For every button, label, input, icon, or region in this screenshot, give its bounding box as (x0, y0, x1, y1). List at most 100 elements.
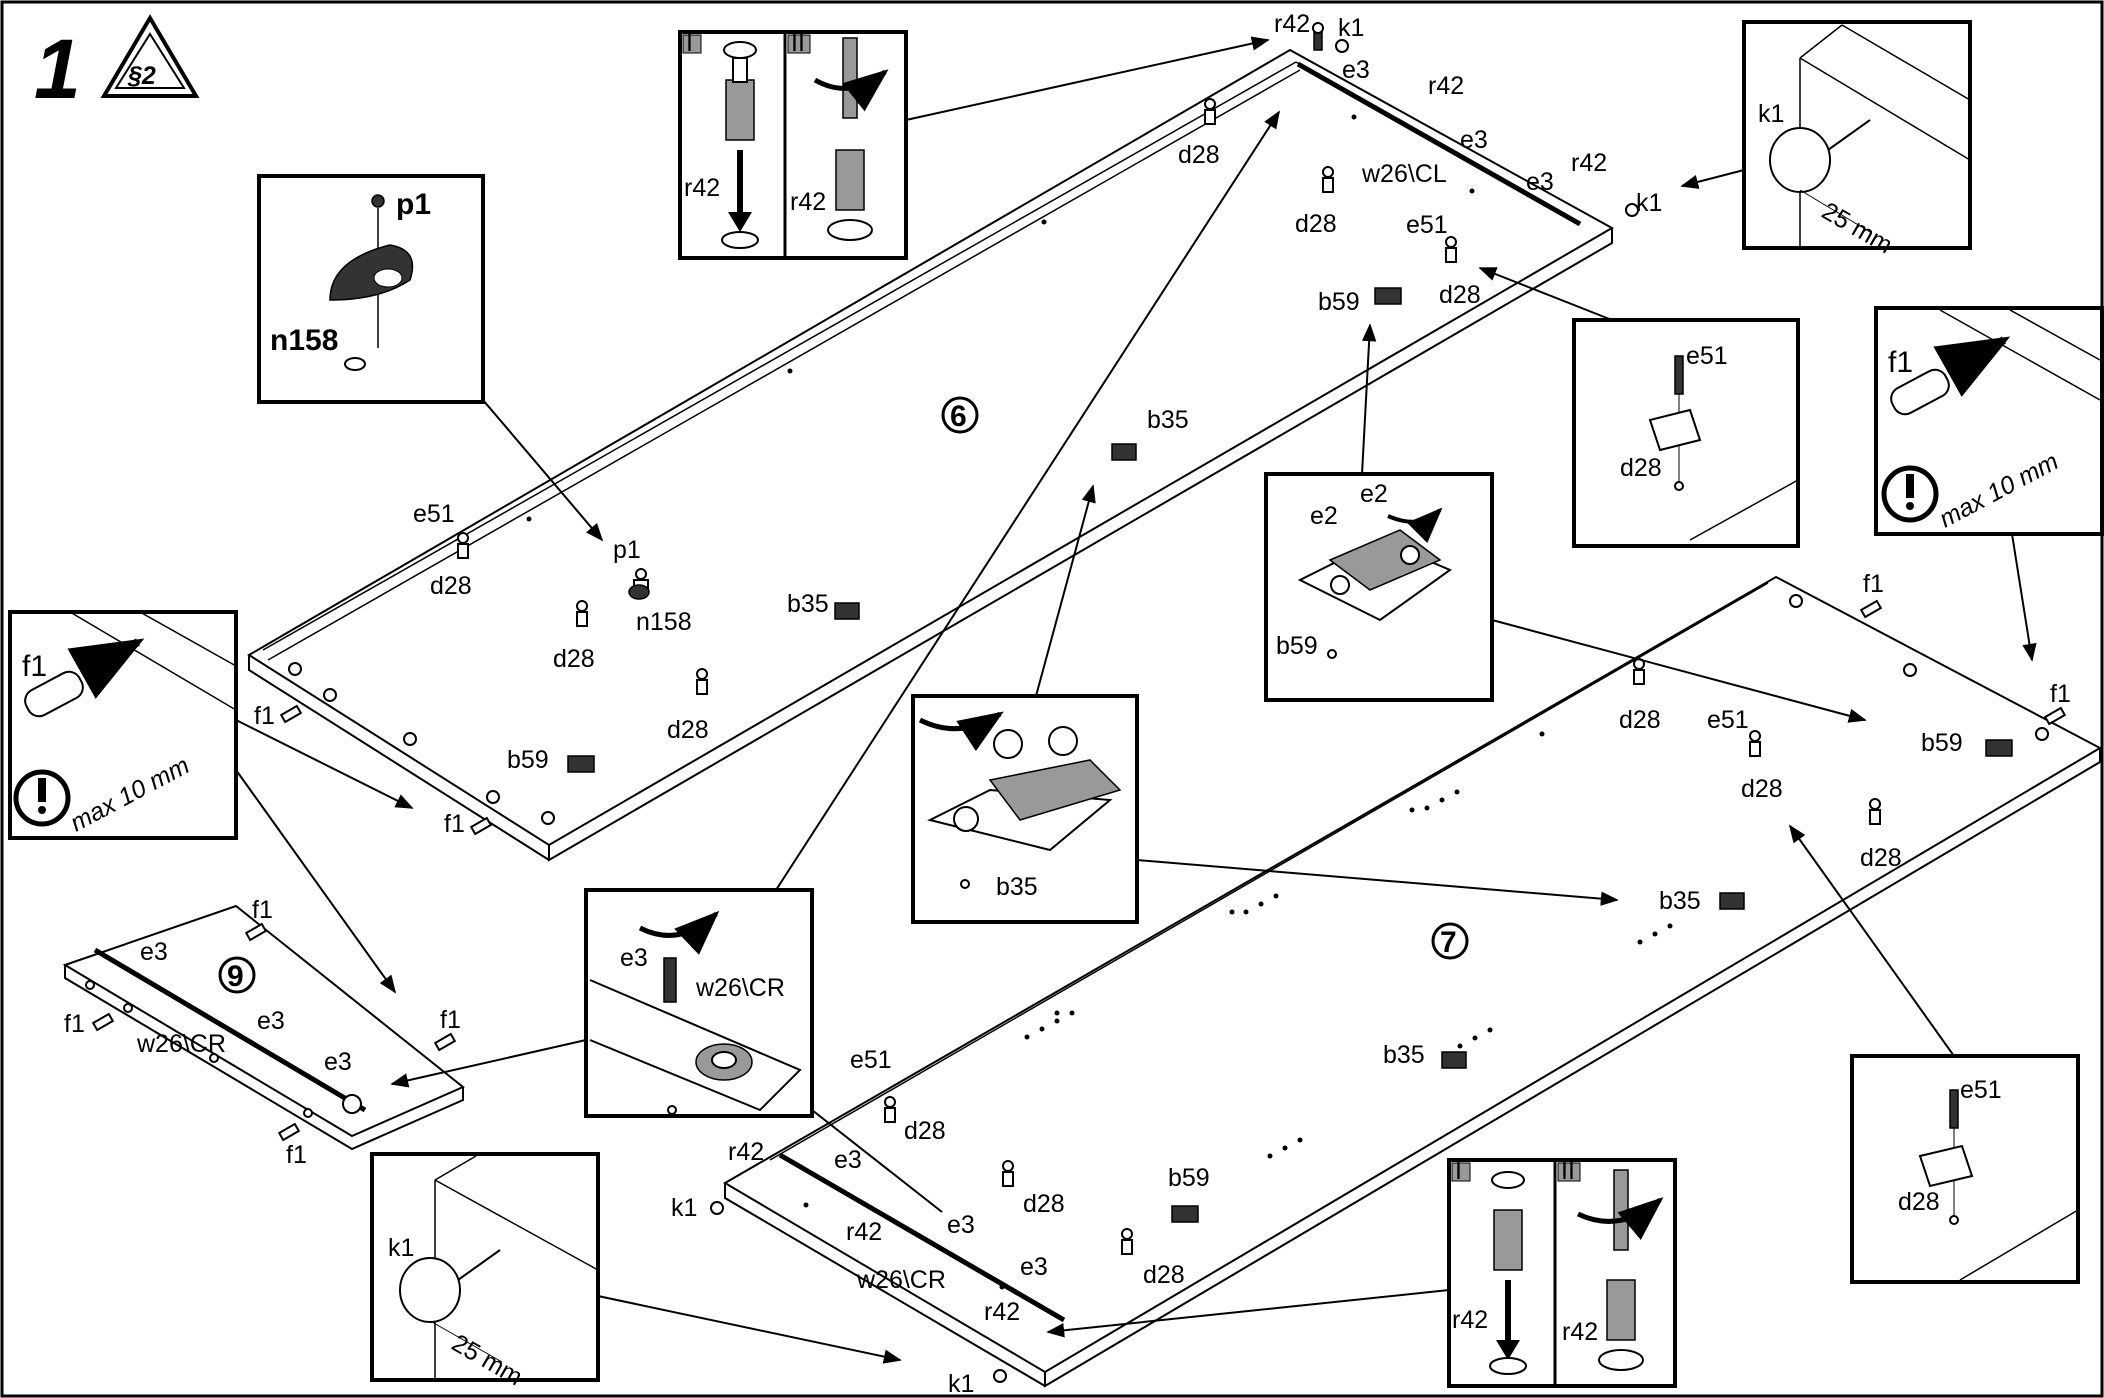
label-k1: k1 (1636, 189, 1662, 217)
r42-connector-icon (721, 41, 759, 249)
label-r42: r42 (1428, 72, 1464, 100)
panel-7-number-badge (1431, 922, 1469, 960)
panel-7-number: 7 (1440, 926, 1457, 959)
d28-holder-icon (1869, 798, 1881, 825)
detail-label-b59: b59 (1276, 632, 1318, 660)
detail-f1-left: f1 max 10 mm (8, 610, 238, 840)
label-e3: e3 (947, 1211, 975, 1239)
warning-exclamation-icon (13, 769, 71, 827)
detail-r42-top: I II r42 r42 (678, 29, 908, 260)
label-w26cr: w26\CR (856, 1266, 946, 1294)
b59-mounting-plate-icon (1297, 529, 1453, 622)
d28-holder-icon (1002, 1160, 1014, 1187)
step-header: 1 §2 (34, 14, 200, 116)
label-f1: f1 (64, 1010, 85, 1038)
label-e3: e3 (1526, 168, 1554, 196)
rotate-arrow-icon (638, 910, 720, 955)
detail-label-w26cr: w26\CR (695, 974, 785, 1002)
detail-e3-w26cr: e3 w26\CR (584, 888, 814, 1118)
detail-step-one: I (686, 29, 693, 57)
label-r42: r42 (1571, 149, 1607, 177)
label-r42: r42 (846, 1218, 882, 1246)
label-f1: f1 (286, 1141, 307, 1169)
f1-dowel-icon (1859, 599, 1883, 619)
label-e51: e51 (850, 1046, 892, 1074)
detail-label-e51: e51 (1960, 1076, 2002, 1104)
rotate-arrow-icon (813, 69, 889, 112)
d28-holder-icon (1749, 730, 1761, 757)
panel-9: 9 (62, 904, 465, 1151)
k1-cap-icon (1769, 119, 1871, 193)
label-f1: f1 (252, 896, 273, 924)
label-e51: e51 (1406, 211, 1448, 239)
d28-holder-icon (1204, 98, 1216, 125)
detail-label-r42: r42 (790, 188, 826, 216)
label-d28: d28 (430, 572, 472, 600)
detail-label-e51: e51 (1686, 342, 1728, 370)
d28-holder-icon (1445, 236, 1457, 263)
f1-dowel-icon (279, 704, 303, 724)
label-r42: r42 (1274, 10, 1310, 38)
detail-label-f1: f1 (22, 650, 47, 683)
b59-mounting-plate-icon (1171, 1205, 1199, 1223)
label-d28: d28 (1143, 1261, 1185, 1289)
label-e3: e3 (834, 1146, 862, 1174)
detail-k1-bottom: k1 25 mm (370, 1152, 600, 1391)
label-b35: b35 (787, 590, 829, 618)
label-e51: e51 (413, 500, 455, 528)
detail-f1-right: f1 max 10 mm (1874, 306, 2104, 536)
n158-cable-clip-icon (329, 244, 414, 371)
d28-holder-icon (884, 1096, 896, 1123)
detail-label-e2: e2 (1310, 502, 1338, 530)
detail-label-d28: d28 (1620, 454, 1662, 482)
panel-9-number: 9 (227, 960, 244, 993)
rotate-arrow-icon (1387, 507, 1443, 544)
detail-label-n158: n158 (270, 324, 338, 357)
label-k1: k1 (671, 1194, 697, 1222)
warning-exclamation-icon (1881, 465, 1939, 523)
label-b59: b59 (507, 746, 549, 774)
r42-connector-icon (1489, 1171, 1527, 1375)
detail-label-e2: e2 (1360, 480, 1388, 508)
detail-label-d28: d28 (1898, 1188, 1940, 1216)
label-n158: n158 (636, 608, 692, 636)
d28-holder-icon (1121, 1228, 1133, 1255)
label-d28: d28 (1439, 281, 1481, 309)
label-r42: r42 (984, 1298, 1020, 1326)
leader-arrows (235, 36, 2037, 1364)
detail-step-one: I (1455, 1157, 1462, 1185)
push-arrow-icon (1933, 336, 2011, 397)
detail-k1-top: k1 25 mm (1742, 20, 1972, 259)
detail-e51-top: e51 d28 (1572, 318, 1800, 548)
label-w26cl: w26\CL (1361, 160, 1447, 188)
k1-cap-icon (1335, 39, 1349, 53)
label-b59: b59 (1168, 1164, 1210, 1192)
hardware-marks (91, 22, 2067, 1383)
d28-holder-icon (1918, 1144, 1974, 1188)
label-e3: e3 (1342, 56, 1370, 84)
panel-6: 6 (247, 48, 1615, 862)
label-b35: b35 (1383, 1041, 1425, 1069)
label-d28: d28 (1741, 775, 1783, 803)
label-w26cr: w26\CR (136, 1030, 226, 1058)
detail-label-p1: p1 (396, 188, 431, 221)
d28-holder-icon (1633, 658, 1645, 685)
label-b59: b59 (1921, 729, 1963, 757)
rotate-arrow-icon (918, 711, 1004, 752)
detail-p1-n158: p1 n158 (257, 174, 485, 404)
label-b59: b59 (1318, 288, 1360, 316)
label-d28: d28 (553, 645, 595, 673)
label-e51: e51 (1707, 706, 1749, 734)
label-d28: d28 (1023, 1190, 1065, 1218)
detail-label-r42: r42 (1562, 1318, 1598, 1346)
label-r42: r42 (728, 1138, 764, 1166)
detail-label-k1: k1 (388, 1234, 414, 1262)
label-f1: f1 (254, 702, 275, 730)
b35-mounting-plate-icon (927, 726, 1122, 852)
label-e3: e3 (324, 1048, 352, 1076)
detail-e2-b59: e2 e2 b59 (1264, 472, 1494, 702)
detail-label-r42: r42 (684, 174, 720, 202)
step-triangle-icon (100, 14, 200, 98)
f1-dowel-icon (277, 1122, 301, 1142)
label-e3: e3 (140, 938, 168, 966)
